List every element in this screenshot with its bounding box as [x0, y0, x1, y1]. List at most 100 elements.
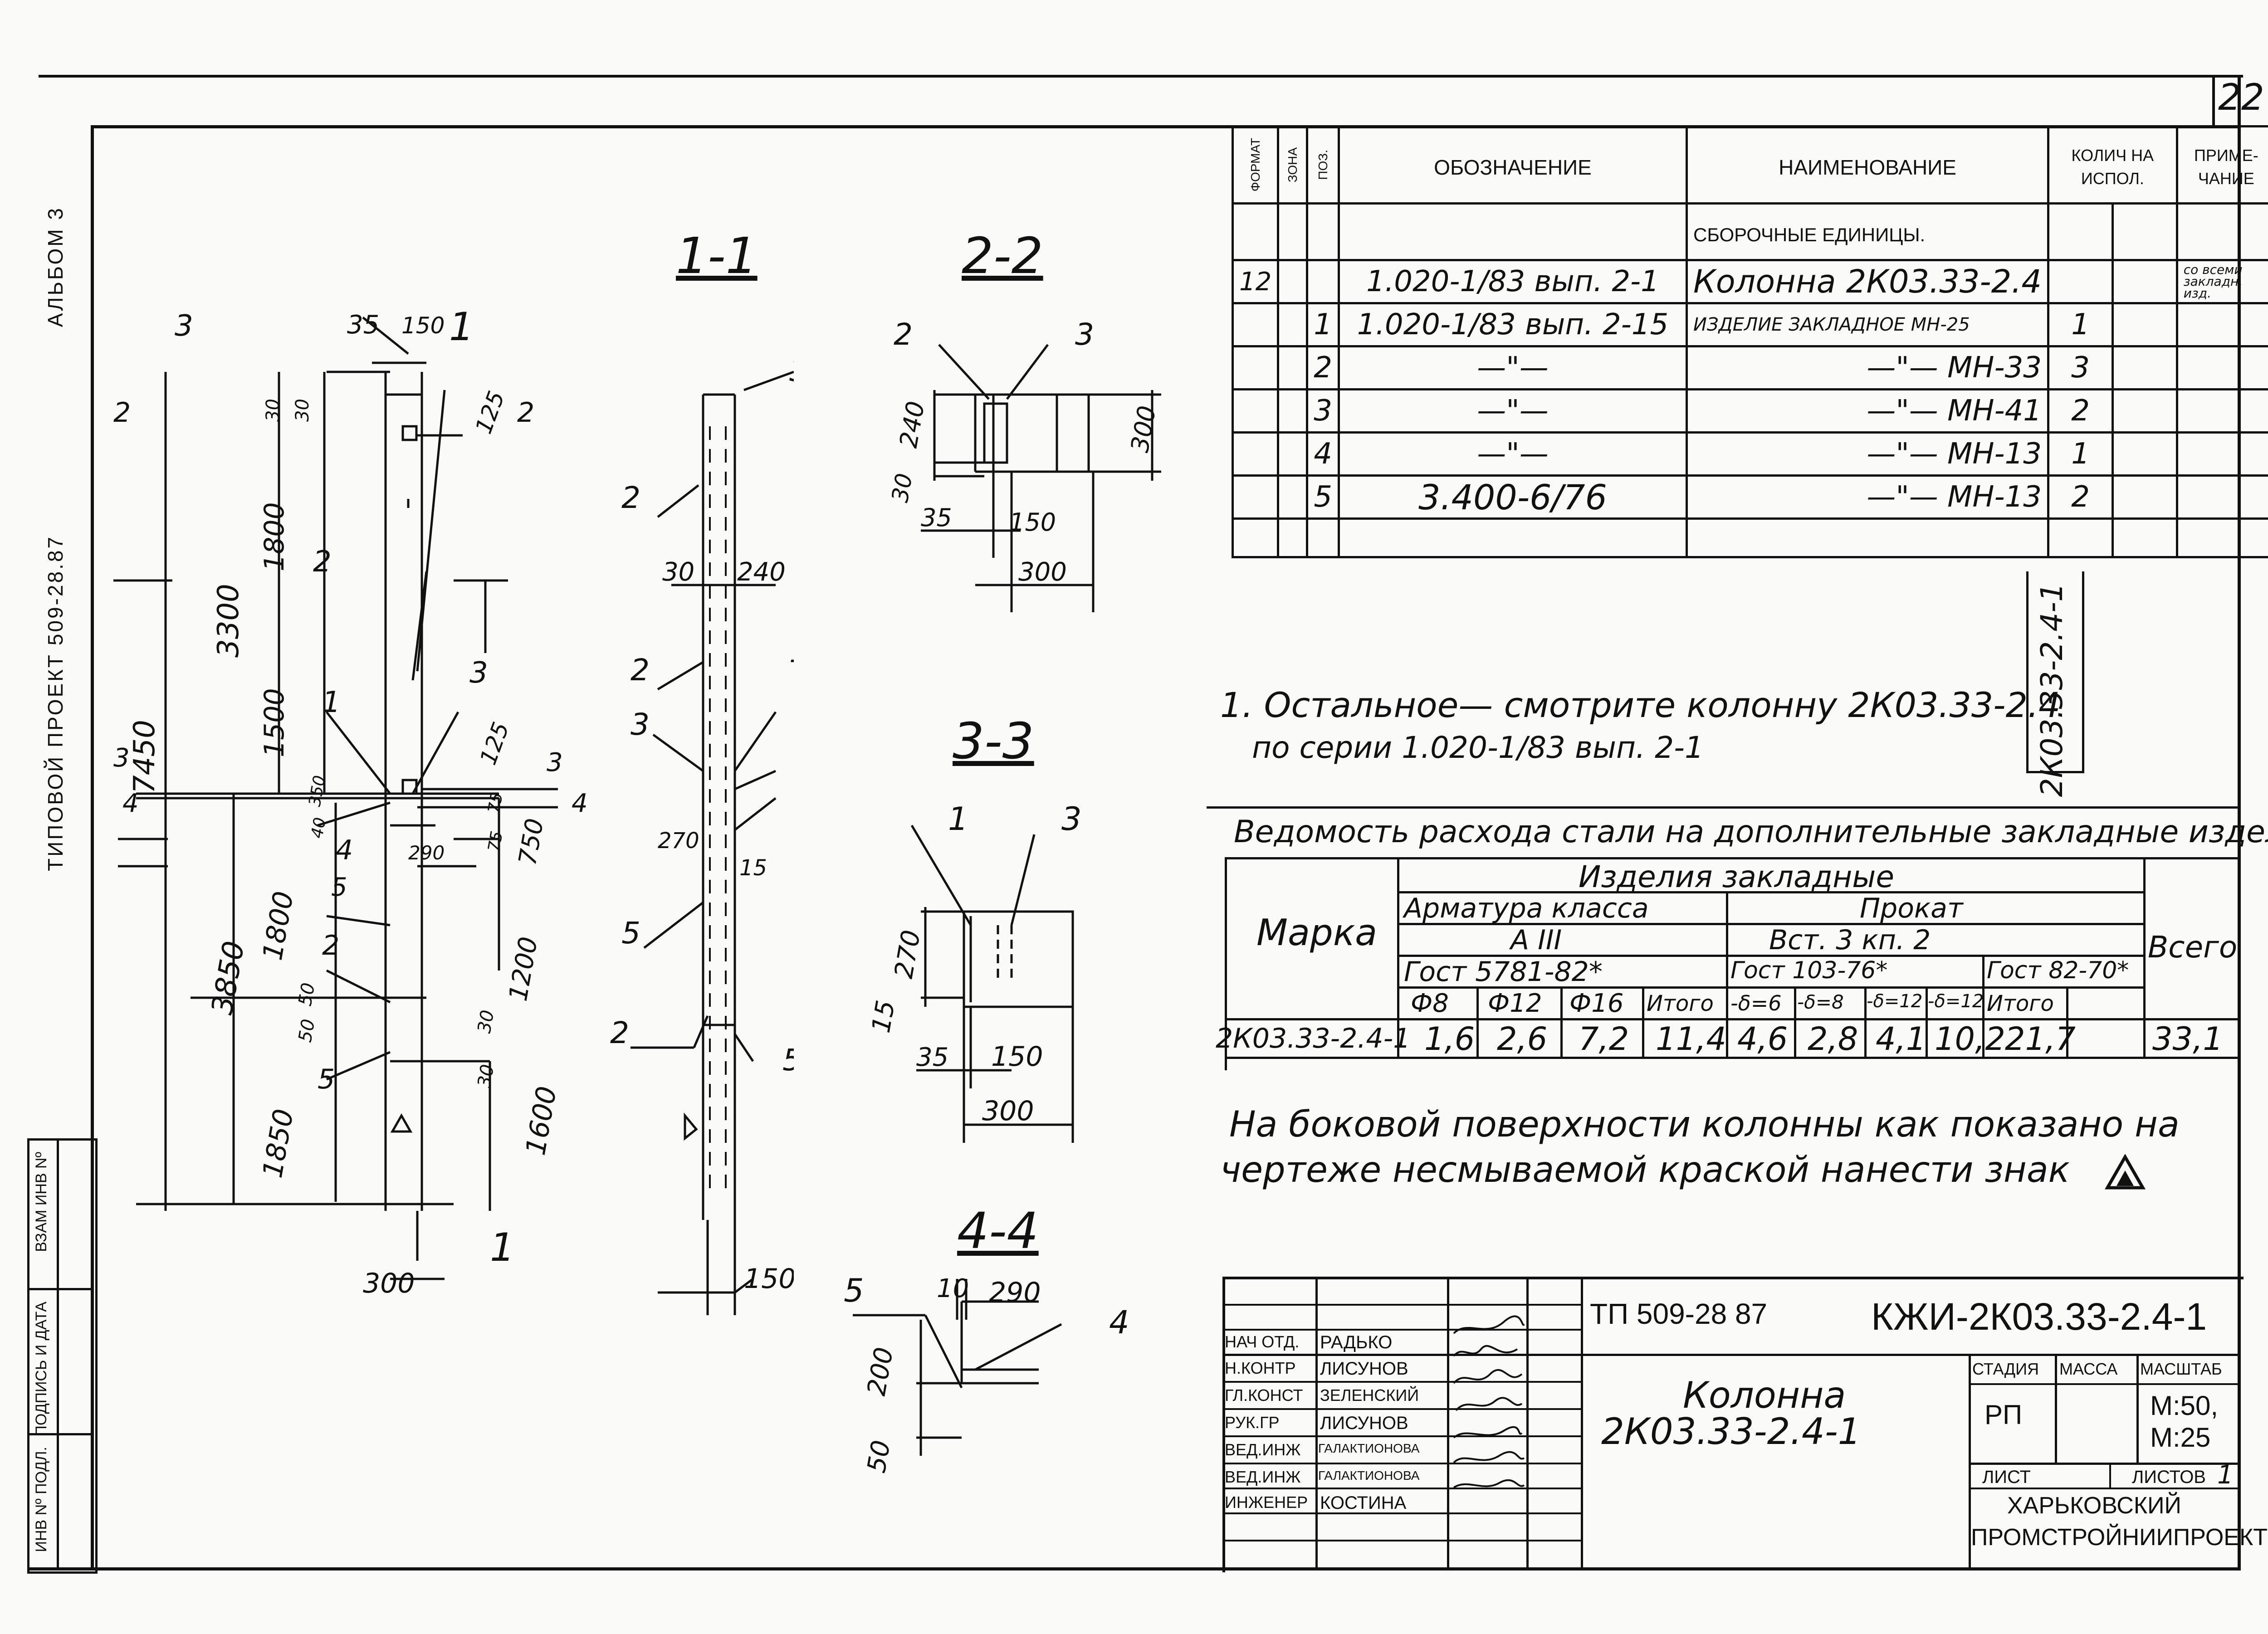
dim-label: 270	[889, 928, 927, 981]
left-stamp-strip	[27, 1138, 98, 1574]
steel-mark-header: Марка	[1256, 912, 1378, 954]
tb-line	[1315, 1277, 1318, 1570]
frame-top-line	[91, 125, 2241, 128]
dim-label: 4	[336, 834, 353, 866]
stamp-divider	[27, 1433, 93, 1435]
steel-table-line	[1476, 986, 1479, 1057]
steel-table-line	[1225, 857, 1227, 1070]
steel-sub-d12a: -δ=12	[1867, 991, 1923, 1012]
tb-scale-header: МАСШТАБ	[2140, 1360, 2222, 1378]
steel-table-line	[1397, 857, 1399, 1057]
steel-rebar-header: Арматура класса	[1404, 893, 1649, 924]
tb-signer-name: ЗЕЛЕНСКИЙ	[1320, 1386, 1419, 1405]
stamp-divider	[57, 1138, 59, 1569]
dim-label: 30	[263, 399, 284, 422]
tb-line	[1581, 1277, 1583, 1570]
dim-label: 2	[610, 1015, 629, 1050]
tb-signer-role: Н.КОНТР	[1225, 1359, 1296, 1377]
frame-bottom-line	[27, 1567, 2241, 1571]
tb-line	[1222, 1408, 1583, 1410]
dim-label: 30	[474, 1063, 499, 1089]
steel-table-line	[1864, 986, 1867, 1057]
stamp-divider	[27, 1288, 93, 1290]
tb-sheets-label: ЛИСТОВ	[2132, 1467, 2206, 1487]
dim-label: 3850	[205, 939, 251, 1017]
tb-signer-role: РУК.ГР	[1225, 1413, 1280, 1432]
steel-sub-total-rolled: Итого	[1987, 991, 2054, 1016]
tb-signer-name: ЛИСУНОВ	[1320, 1359, 1408, 1379]
steel-table-line	[1982, 955, 1984, 1057]
dim-label: 30	[662, 557, 694, 587]
dim-label: 270	[658, 828, 699, 854]
dim-label: 1	[490, 1225, 515, 1270]
spec-header-pos: ПОЗ.	[1306, 125, 1340, 205]
section-3-3-drawing: 1 3 270 15 35 150 300	[866, 800, 1082, 1143]
steel-table-line	[1225, 857, 2241, 859]
tb-line	[1222, 1488, 1583, 1489]
dim-label: 3	[113, 743, 130, 773]
spec-header-designation: ОБОЗНАЧЕНИЕ	[1337, 125, 1688, 205]
steel-row-value: 21,7	[2005, 1020, 2076, 1058]
tb-line	[2109, 1463, 2111, 1489]
steel-table-line	[1926, 986, 1928, 1057]
tb-signer-role: ВЕД.ИНЖ	[1225, 1440, 1301, 1459]
frame-right-line	[2238, 75, 2241, 1570]
dim-label: 50	[295, 981, 319, 1008]
table-row: 1 1.020-1/83 вып. 2-15 ИЗДЕЛИЕ ЗАКЛАДНОЕ…	[1231, 302, 2268, 347]
dim-label: 750	[513, 816, 549, 867]
dim-label: 5	[621, 916, 640, 951]
tb-scale-2: М:25	[2150, 1422, 2211, 1453]
tb-stage-header: СТАДИЯ	[1972, 1360, 2039, 1378]
steel-total-header: Всего	[2148, 930, 2238, 965]
main-column-drawing: 3 35 150 1 2 30 30 2 125 3300 1800 2 150…	[113, 304, 588, 1299]
dim-label: 5	[844, 1272, 864, 1309]
section-2-2-drawing: 2 3 240 300 30 35 150 300	[887, 317, 1162, 612]
dim-label: 1	[449, 304, 474, 350]
steel-table-line	[2066, 986, 2068, 1057]
section-title-1-1: 1-1	[676, 227, 758, 285]
frame-left-line	[91, 125, 94, 1570]
tb-signer-name: ЛИСУНОВ	[1320, 1413, 1408, 1433]
dim-label: 200	[862, 1345, 899, 1398]
title-block	[1222, 1277, 2244, 1572]
dim-label: 1	[948, 800, 968, 838]
dim-label: 3	[1075, 317, 1094, 352]
steel-sub-total-rebar: Итого	[1647, 991, 1714, 1016]
dim-label: 3	[1061, 800, 1082, 838]
tb-signer-name: РАДЬКО	[1320, 1332, 1393, 1352]
steel-table-line	[1225, 1018, 2241, 1020]
dim-label: 35	[916, 1043, 948, 1072]
steel-row-value: 7,2	[1579, 1020, 1629, 1058]
steel-rebar-gost: Гост 5781-82*	[1404, 956, 1603, 988]
dim-label: 75	[484, 829, 506, 853]
dim-label: 3	[175, 309, 193, 343]
section-title-3-3: 3-3	[953, 712, 1034, 770]
dim-label: 300	[982, 1095, 1034, 1127]
dim-label: 30	[474, 1009, 499, 1035]
dim-label: 2	[313, 545, 332, 579]
dim-label: 150	[744, 1263, 794, 1295]
note-1-line-2: по серии 1.020-1/83 вып. 2-1	[1252, 730, 1704, 765]
steel-sub-f16: Ф16	[1569, 989, 1624, 1018]
dim-label: 1800	[257, 889, 300, 963]
dim-label: 240	[737, 557, 786, 587]
table-row: 2 —"— —"— МН-33 3	[1231, 345, 2268, 390]
table-row: 5 3.400-6/76 —"— МН-13 2	[1231, 474, 2268, 520]
dim-label: 35	[347, 310, 379, 340]
tb-line	[1969, 1488, 2241, 1489]
dim-label: 240	[894, 399, 930, 450]
tb-signer-name: ГАЛАКТИОНОВА	[1318, 1468, 1420, 1483]
tb-line	[1222, 1381, 1583, 1383]
dim-label: 3	[547, 748, 563, 777]
steel-table-line	[1397, 891, 2143, 893]
dim-label: 4	[572, 789, 588, 818]
dim-label: 150	[991, 1041, 1043, 1073]
steel-table-line	[1560, 986, 1563, 1057]
spec-header-zone: ЗОНА	[1277, 125, 1309, 205]
spec-section-title: СБОРОЧНЫЕ ЕДИНИЦЫ.	[1686, 202, 2050, 261]
dim-label: 1800	[259, 502, 290, 571]
dim-label: 350	[305, 774, 329, 808]
spec-header-name: НАИМЕНОВАНИЕ	[1686, 125, 2050, 205]
tb-line	[2136, 1354, 2139, 1465]
steel-table-line	[1642, 986, 1644, 1057]
